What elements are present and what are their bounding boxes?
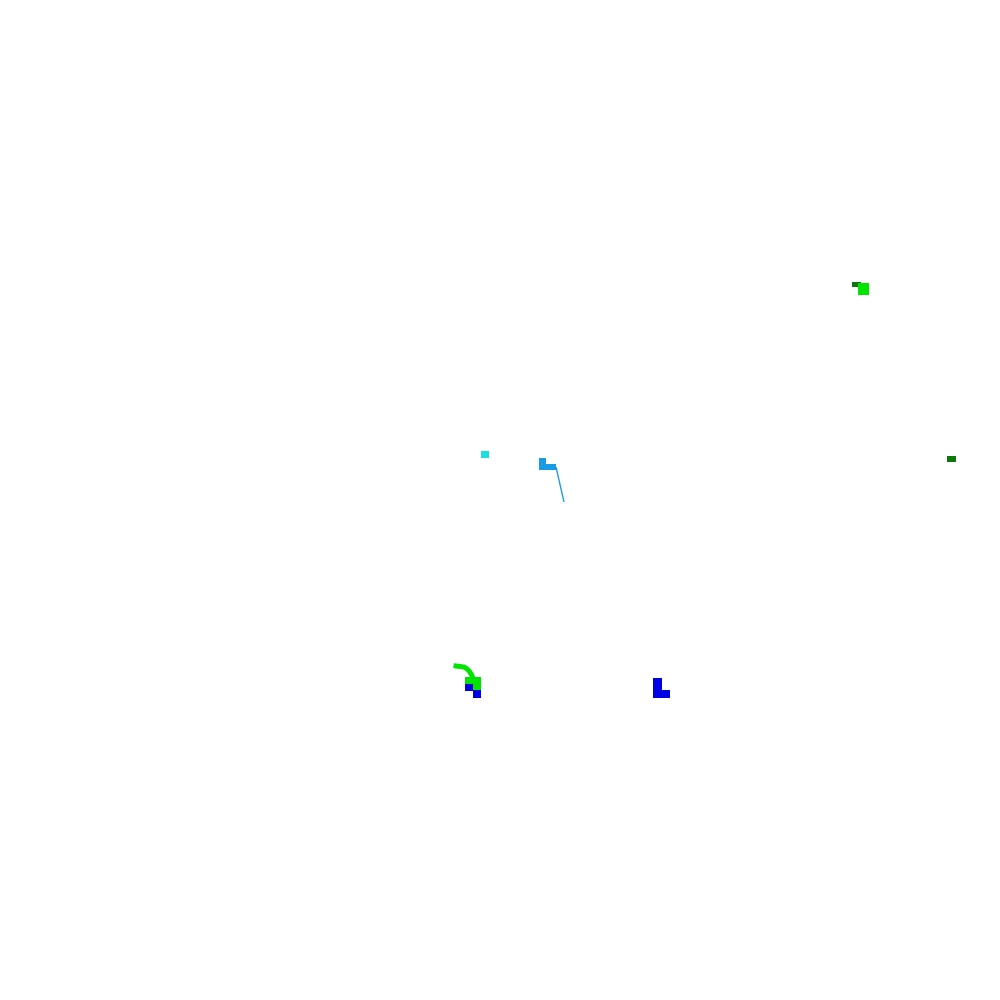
blue-l-fragment-lower-center [653,678,670,698]
bright-green-fragment-top-right-part-1 [858,283,869,295]
blue-fragment-lower-left-part-1 [465,684,473,691]
dark-green-fragment-top-right-part-1 [852,282,861,287]
dark-green-fragment-right-edge-part-1 [947,456,956,462]
sky-blue-thin-stroke-part-1 [555,466,565,503]
bright-green-curved-stroke [453,663,477,682]
cyan-fragment-center [481,451,489,458]
sky-blue-thin-stroke [555,466,565,503]
bright-green-fragment-top-right [858,283,869,295]
sky-blue-l-fragment-center-part-2 [539,464,556,470]
blue-l-fragment-lower-center-part-1 [653,678,662,698]
blue-fragment-lower-left [465,684,481,698]
sky-blue-l-fragment-center [539,458,556,470]
marks-layer [453,282,956,698]
cyan-fragment-center-part-1 [481,451,489,458]
dark-green-fragment-top-right [852,282,861,287]
blue-l-fragment-lower-center-part-2 [653,690,670,698]
blue-fragment-lower-left-part-2 [473,690,481,698]
dark-green-fragment-right-edge [947,456,956,462]
bright-green-curved-stroke-part-1 [453,663,477,682]
